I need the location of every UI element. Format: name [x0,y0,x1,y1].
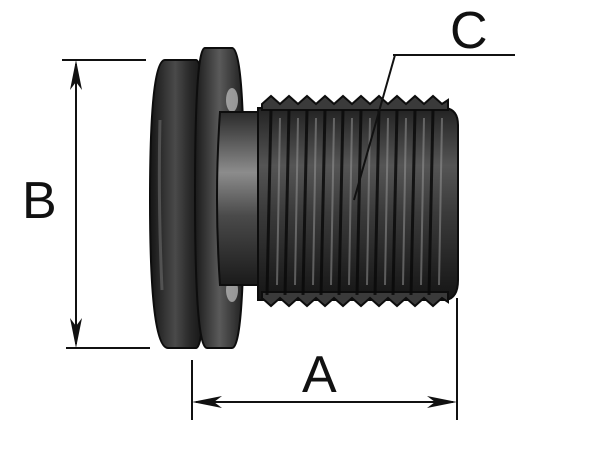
threaded-shank [257,94,459,308]
callout-c-leader [353,54,396,201]
plug-neck [216,111,263,286]
thread-flanks [265,109,435,296]
dimension-b-label: B [22,172,57,230]
dimension-b-arrow-top [70,60,82,90]
dimension-a-label: A [302,346,337,404]
dimension-b [62,59,150,349]
dimension-a [191,298,458,420]
thread-crests [261,94,449,308]
dimension-a-arrow-right [427,396,457,408]
callout-c-label: C [450,2,488,60]
dimension-a-arrow-left [192,396,222,408]
callout-c [353,54,515,201]
dimension-b-arrow-bottom [70,318,82,348]
